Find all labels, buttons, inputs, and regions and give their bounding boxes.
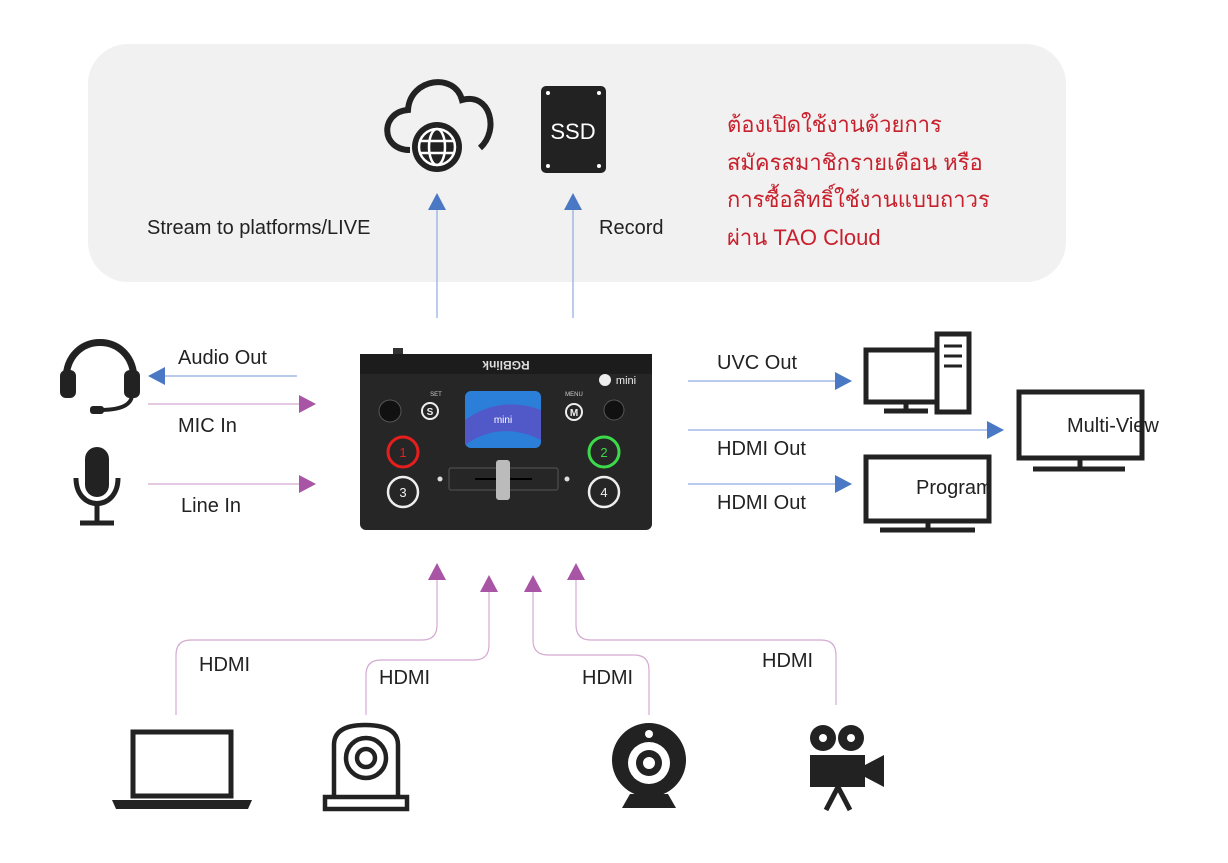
mic-in-label: MIC In	[178, 415, 237, 437]
program-label: Program	[916, 477, 993, 499]
ssd-label: SSD	[550, 119, 595, 144]
m-button[interactable]: M	[570, 408, 578, 419]
ptz-camera-icon	[322, 722, 410, 812]
laptop-icon	[112, 729, 252, 809]
stream-label: Stream to platforms/LIVE	[147, 217, 371, 239]
input-arrows	[148, 395, 837, 715]
screen-model: mini	[494, 415, 512, 426]
hdmi-out-label-2: HDMI Out	[717, 492, 806, 514]
switcher-device	[360, 348, 652, 530]
webcam-icon	[612, 723, 686, 808]
button-4[interactable]: 4	[600, 485, 607, 500]
button-1[interactable]: 1	[399, 445, 406, 460]
note-line: สมัครสมาชิกรายเดือน หรือ	[727, 149, 983, 175]
hdmi-input-label-3: HDMI	[582, 667, 634, 689]
set-label: SET	[430, 392, 442, 398]
button-3[interactable]: 3	[399, 485, 406, 500]
output-arrows	[148, 193, 1004, 493]
note-line: การซื้อสิทธิ์ใช้งานแบบถาวร	[727, 187, 990, 212]
uvc-out-label: UVC Out	[717, 352, 798, 374]
note-line: ผ่าน TAO Cloud	[727, 224, 881, 250]
hdmi-input-label-4: HDMI	[762, 650, 814, 672]
hdmi-out-label-1: HDMI Out	[717, 438, 806, 460]
desktop-computer-icon	[863, 331, 972, 415]
film-camera-icon	[810, 725, 884, 812]
line-in-label: Line In	[181, 495, 242, 517]
ssd-icon	[541, 86, 606, 173]
headset-icon	[60, 339, 140, 414]
audio-out-label: Audio Out	[178, 347, 267, 369]
subscription-note: ต้องเปิดใช้งานด้วยการ สมัครสมาชิกรายเดือ…	[727, 106, 990, 256]
microphone-icon	[73, 447, 121, 526]
cloud-globe-icon	[384, 79, 494, 172]
multiview-monitor-icon	[1016, 389, 1145, 472]
record-label: Record	[599, 217, 664, 239]
program-monitor-icon	[863, 454, 992, 533]
device-brand: RGBlink	[482, 358, 530, 372]
device-model: mini	[616, 375, 636, 387]
button-2[interactable]: 2	[600, 445, 607, 460]
hdmi-input-label-1: HDMI	[199, 654, 251, 676]
hdmi-input-label-2: HDMI	[379, 667, 431, 689]
note-line: ต้องเปิดใช้งานด้วยการ	[727, 112, 942, 137]
menu-label: MENU	[565, 392, 583, 398]
s-button[interactable]: S	[427, 407, 434, 418]
multiview-label: Multi-View	[1067, 415, 1159, 437]
